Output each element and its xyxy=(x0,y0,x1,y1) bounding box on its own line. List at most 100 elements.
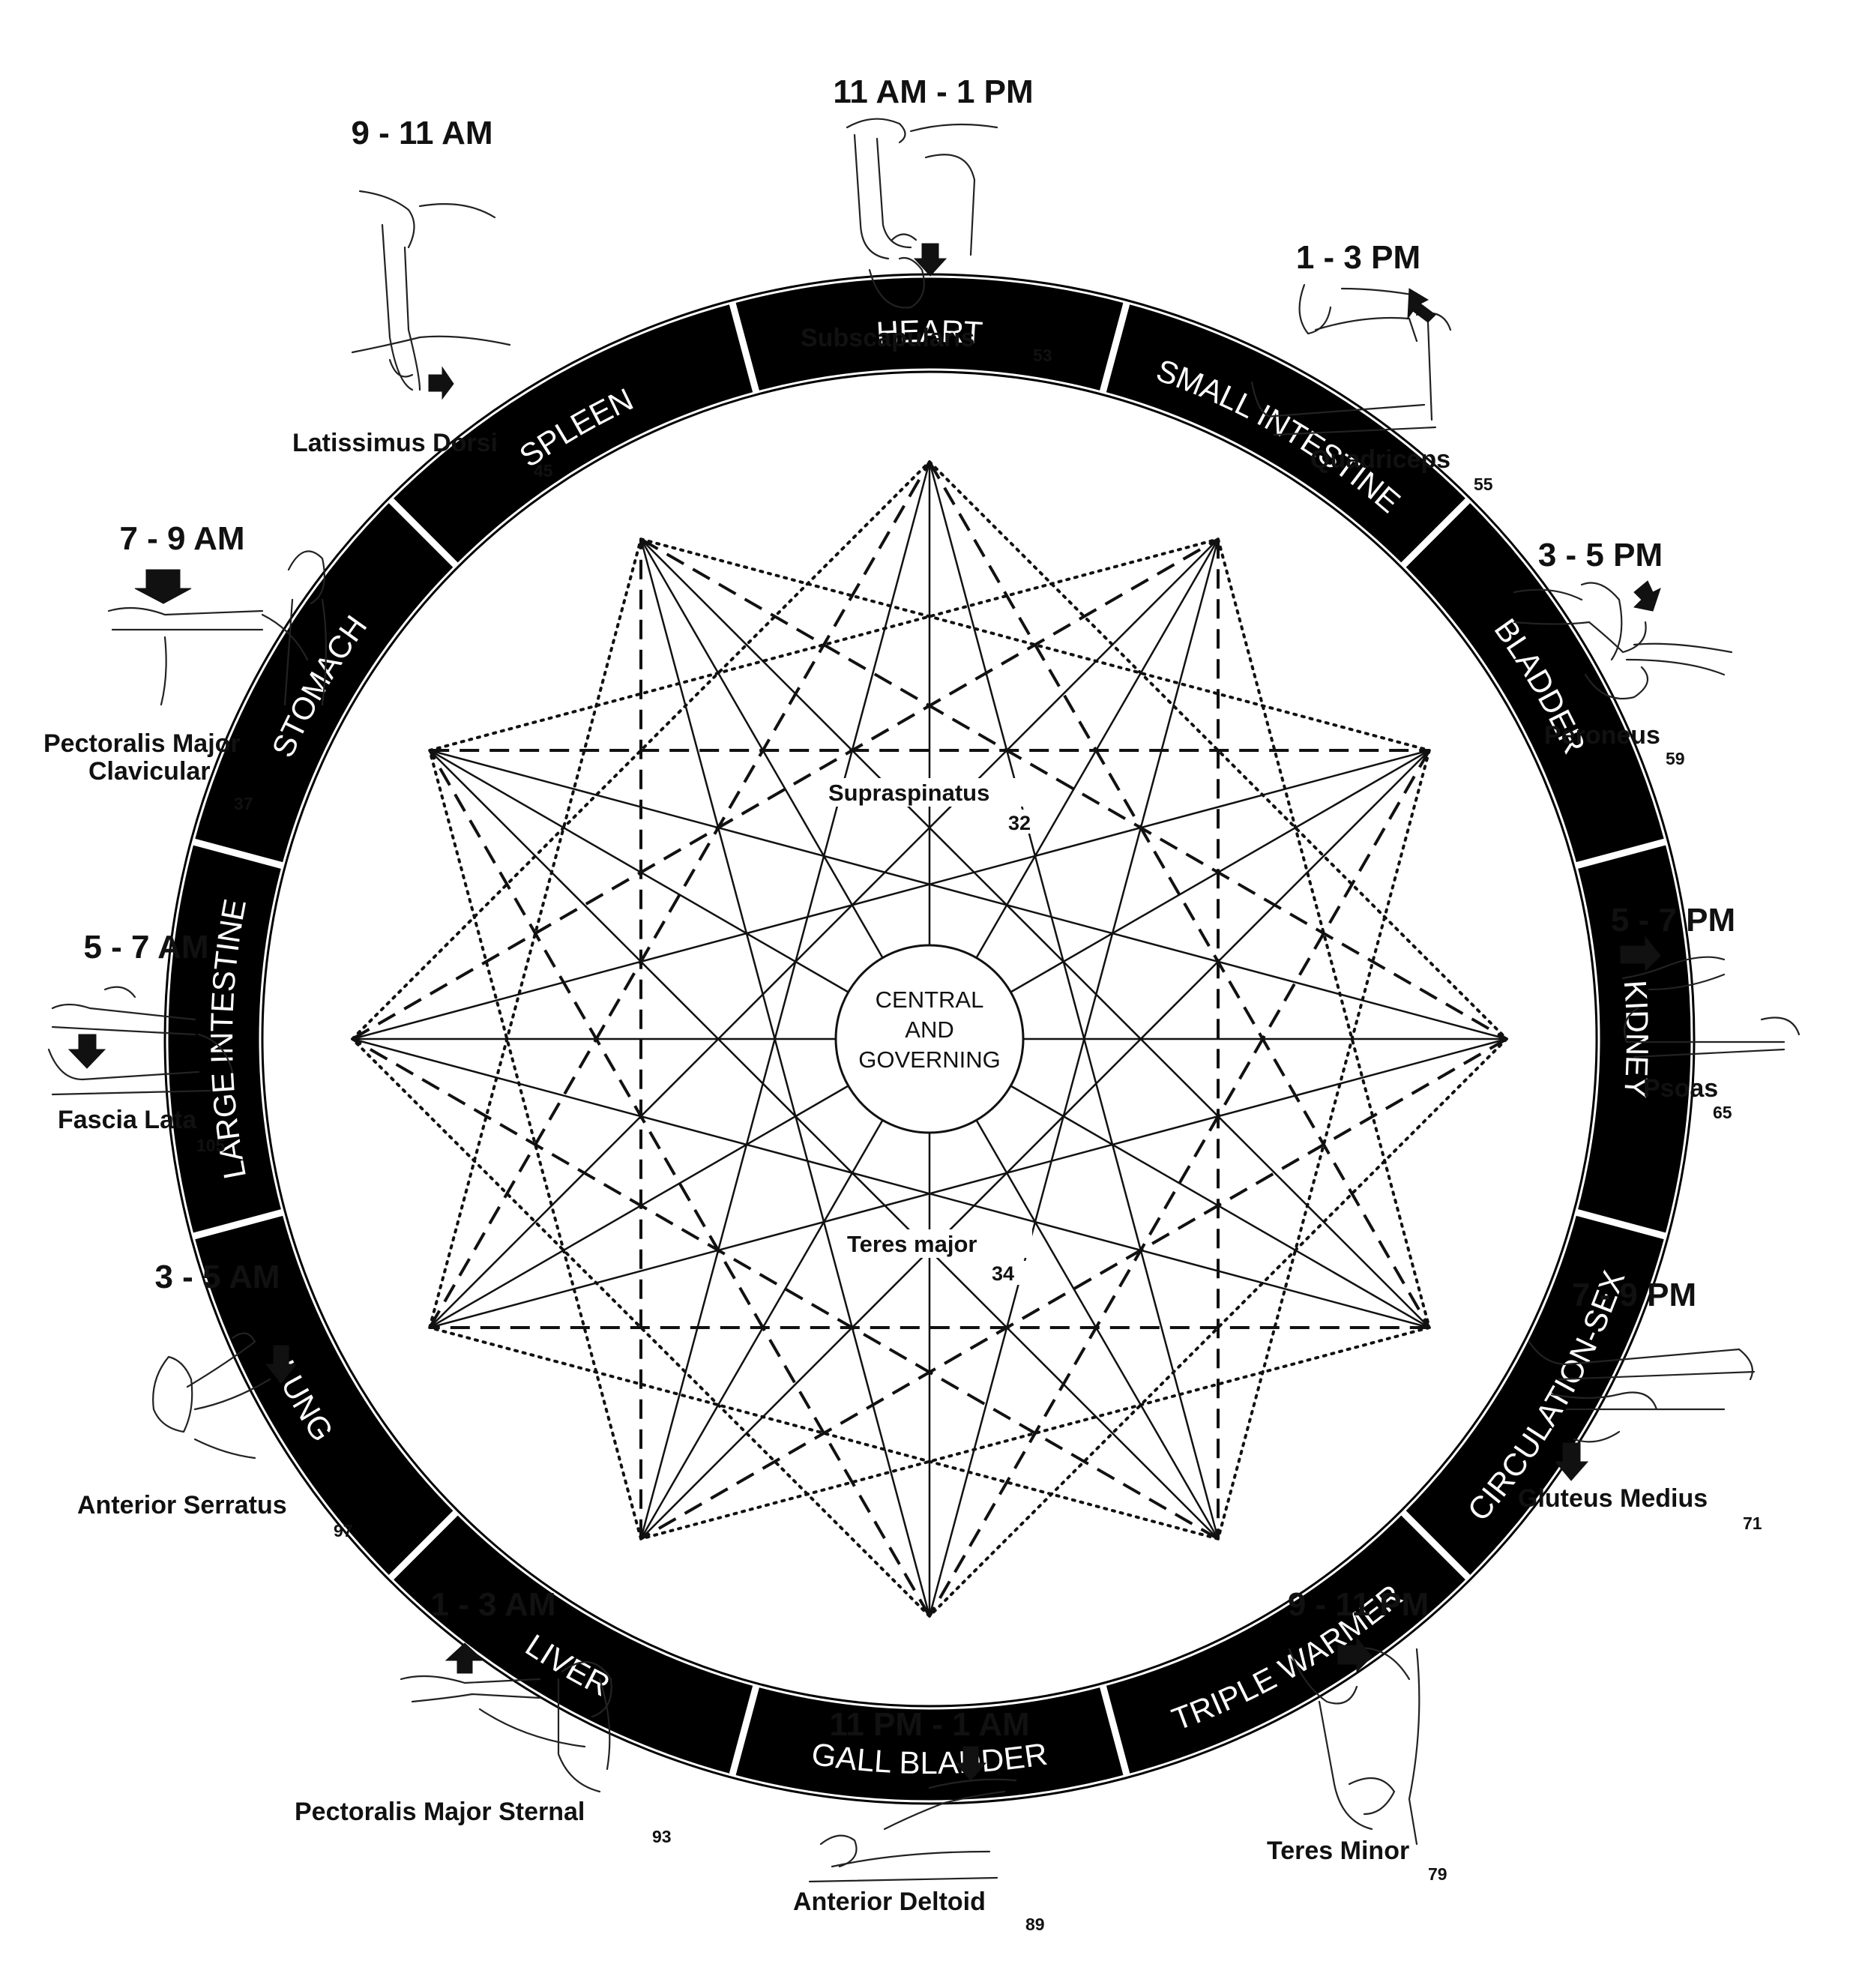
spoke-line xyxy=(975,1119,1220,1540)
muscle-test-illustration xyxy=(1620,936,1801,1058)
arrow-icon xyxy=(1554,1442,1589,1481)
arrow-icon xyxy=(1633,580,1661,612)
arrow-icon xyxy=(954,1746,987,1781)
page-number: 105 xyxy=(196,1136,226,1155)
ring-label: KIDNEY xyxy=(1618,979,1655,1099)
muscle-name: Quadriceps xyxy=(1310,445,1450,474)
arrow-icon xyxy=(1337,1636,1373,1673)
page-number: 59 xyxy=(1666,749,1685,768)
annotation-large-intestine: 5 - 7 AM Fascia Lata 105 xyxy=(47,929,234,1155)
star-line-dashed xyxy=(428,461,931,1328)
muscle-name: Anterior Deltoid xyxy=(793,1888,986,1916)
muscle-name: Gluteus Medius xyxy=(1518,1484,1708,1513)
muscle-name: Subscapularis xyxy=(801,324,974,352)
muscle-test-illustration xyxy=(808,1746,1017,1883)
star-line-solid xyxy=(429,1037,1507,1329)
annotation-spleen: 9 - 11 AM Latissimus Dorsi 45 xyxy=(292,115,553,481)
star-line-solid xyxy=(640,750,1430,1540)
page-number: 89 xyxy=(1025,1915,1045,1934)
star-line-solid xyxy=(639,461,931,1540)
inner-label-number: 34 xyxy=(992,1262,1014,1285)
inner-label-teres-major: Teres major 34 xyxy=(841,1229,1032,1285)
page-number: 55 xyxy=(1474,475,1493,494)
meridian-ring xyxy=(161,271,1698,1807)
star-line-solid xyxy=(429,750,1219,1540)
inner-label-name: Teres major xyxy=(847,1231,977,1257)
muscle-test-illustration xyxy=(152,1332,298,1460)
ring-label: HEART xyxy=(876,313,984,351)
time-label: 1 - 3 PM xyxy=(1296,239,1420,276)
star-line-solid xyxy=(639,538,931,1617)
spoke-line xyxy=(1010,1085,1430,1329)
annotation-triple-warmer: 9 - 11 PM Teres Minor 79 xyxy=(1267,1586,1447,1884)
inner-label-name: Supraspinatus xyxy=(828,780,989,806)
muscle-test-illustration xyxy=(47,986,234,1096)
muscle-test-illustration xyxy=(1250,283,1452,436)
time-label: 3 - 5 AM xyxy=(154,1259,280,1295)
star-line-solid xyxy=(429,749,1507,1040)
time-label: 11 PM - 1 AM xyxy=(829,1706,1029,1743)
arrow-icon xyxy=(445,1642,485,1674)
arrow-icon xyxy=(134,569,192,604)
star-line-dashed xyxy=(352,1037,1219,1540)
muscle-name: Teres Minor xyxy=(1267,1837,1409,1865)
star-line-dashed xyxy=(428,750,931,1617)
star-line-dashed xyxy=(928,750,1431,1617)
time-label: 5 - 7 PM xyxy=(1611,902,1735,939)
spoke-line xyxy=(975,538,1220,959)
star-line-solid xyxy=(352,749,1430,1040)
star-line-solid xyxy=(928,461,1220,1540)
star-line-solid xyxy=(640,538,1430,1328)
page-number: 97 xyxy=(334,1521,353,1540)
time-label: 9 - 11 PM xyxy=(1288,1586,1429,1623)
spoke-line xyxy=(1010,749,1430,993)
annotation-lung: 3 - 5 AM Anterior Serratus 97 xyxy=(77,1259,353,1540)
arrow-icon xyxy=(1620,936,1661,972)
time-label: 1 - 3 AM xyxy=(430,1586,555,1623)
muscle-name: Latissimus Dorsi xyxy=(292,429,498,457)
page-number: 45 xyxy=(534,461,553,481)
muscle-test-illustration xyxy=(1528,1340,1756,1481)
annotation-circulation-sex: 7 - 9 PM Gluteus Medius 71 xyxy=(1518,1277,1762,1533)
page-number: 37 xyxy=(234,794,253,813)
annotation-liver: 1 - 3 AM Pectoralis Major Sternal 93 xyxy=(295,1586,672,1846)
muscle-name: Peroneus xyxy=(1544,721,1660,750)
center-label-line3: GOVERNING xyxy=(858,1046,1000,1073)
star-line-dashed xyxy=(928,461,1431,1328)
center-label-line2: AND xyxy=(905,1016,953,1043)
star-line-dashed xyxy=(640,537,1507,1040)
inner-label-supraspinatus: Supraspinatus 32 xyxy=(821,778,1053,834)
time-label: 11 AM - 1 PM xyxy=(833,73,1033,110)
center-circle xyxy=(834,944,1025,1134)
muscle-name: Anterior Serratus xyxy=(77,1491,287,1519)
muscle-test-illustration xyxy=(1288,1636,1420,1846)
time-label: 9 - 11 AM xyxy=(351,115,492,151)
muscle-name: Psoas xyxy=(1643,1074,1718,1103)
spoke-line xyxy=(429,749,849,993)
time-label: 3 - 5 PM xyxy=(1538,537,1663,573)
muscle-test-illustration xyxy=(107,550,328,706)
muscle-name: Pectoralis Major Sternal xyxy=(295,1798,585,1826)
annotation-small-intestine: 1 - 3 PM Quadriceps 55 xyxy=(1250,239,1493,494)
spoke-line xyxy=(639,538,884,959)
arrow-icon xyxy=(913,243,947,277)
star-line-solid xyxy=(352,1037,1430,1329)
muscle-name-line2: Clavicular xyxy=(88,757,211,786)
arrow-icon xyxy=(1407,288,1436,323)
annotation-heart: 11 AM - 1 PM Subscapularis 53 xyxy=(801,73,1052,365)
annotation-stomach: 7 - 9 AM Pectoralis Major Clavicular 37 xyxy=(43,520,328,813)
spoke-line xyxy=(429,1085,849,1329)
muscle-name: Pectoralis Major xyxy=(43,729,241,758)
arrow-icon xyxy=(67,1034,106,1069)
arrow-icon xyxy=(428,366,454,400)
muscle-test-illustration xyxy=(1513,580,1733,700)
page-number: 65 xyxy=(1713,1103,1732,1122)
star-line-solid xyxy=(928,538,1220,1617)
muscle-test-illustration xyxy=(351,190,511,400)
star-line-dashed xyxy=(352,537,1219,1040)
star-line-solid xyxy=(429,538,1219,1328)
muscle-test-illustration xyxy=(400,1642,612,1793)
center-hub: CENTRAL AND GOVERNING xyxy=(834,944,1025,1134)
page-number: 93 xyxy=(652,1827,672,1846)
